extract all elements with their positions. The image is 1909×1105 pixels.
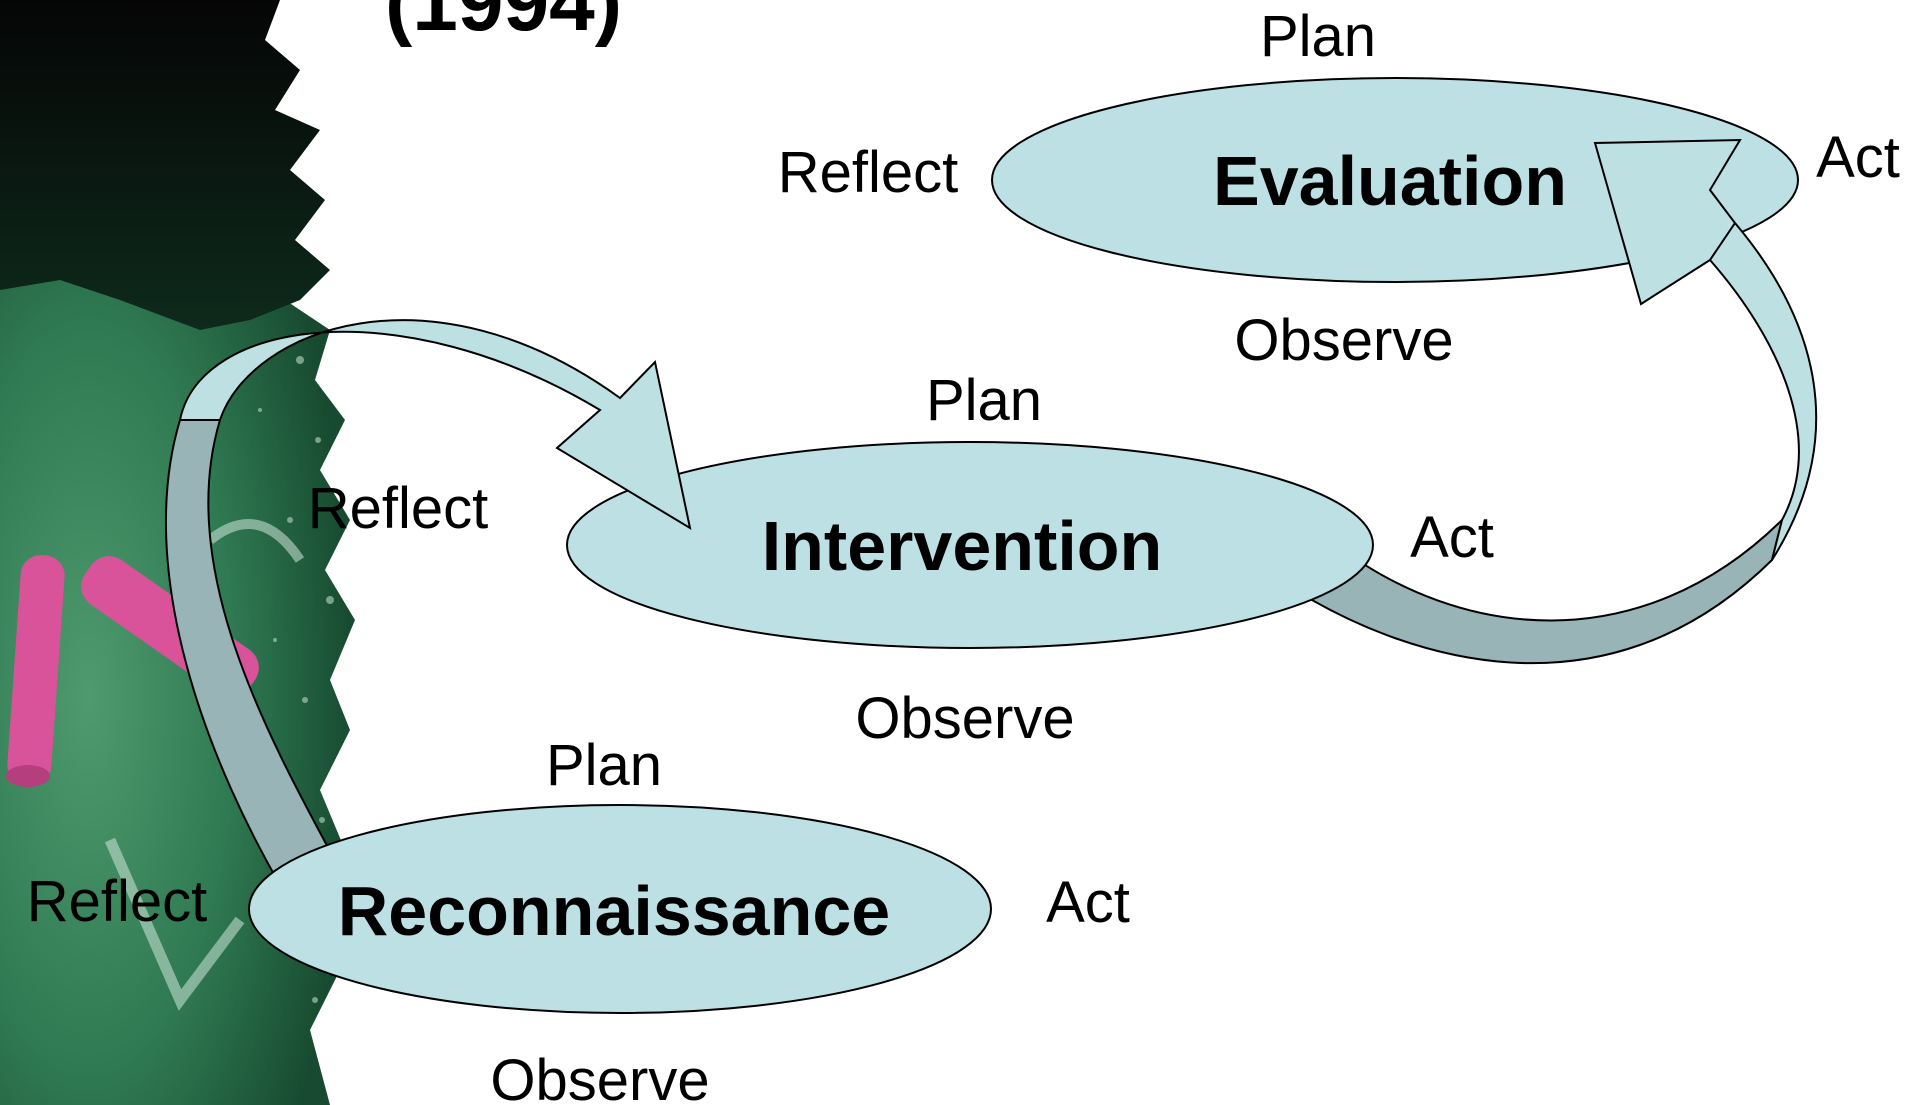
stage-ellipse-intervention	[566, 441, 1374, 649]
arrow-intervention-to-evaluation	[1593, 138, 1818, 561]
reconnaissance-act-label: Act	[1046, 870, 1130, 935]
pink-chalk-stick	[6, 555, 65, 787]
evaluation-observe-label: Observe	[1234, 308, 1453, 373]
intervention-reflect-label: Reflect	[308, 476, 489, 541]
stage-label-intervention: Intervention	[762, 507, 1163, 585]
stage-ellipse-evaluation	[991, 77, 1799, 283]
intervention-act-label: Act	[1410, 505, 1494, 570]
stage-label-evaluation: Evaluation	[1213, 142, 1567, 220]
reconnaissance-reflect-label: Reflect	[27, 869, 208, 934]
evaluation-reflect-label: Reflect	[778, 140, 959, 205]
intervention-observe-label: Observe	[855, 686, 1074, 751]
arrow-back-segment-intervention-to-evaluation	[1310, 516, 1784, 665]
evaluation-plan-label: Plan	[1260, 4, 1376, 69]
arrow-reconnaissance-to-intervention	[178, 319, 692, 531]
chalkboard-black-area	[0, 0, 330, 330]
reconnaissance-observe-label: Observe	[490, 1048, 709, 1105]
chalk-scribble	[206, 519, 305, 563]
stage-label-reconnaissance: Reconnaissance	[338, 872, 890, 950]
intervention-plan-label: Plan	[926, 368, 1042, 433]
stage-ellipse-reconnaissance	[248, 804, 992, 1014]
slide-title-fragment: (1994)	[385, 0, 622, 48]
reconnaissance-plan-label: Plan	[546, 733, 662, 798]
chalk-scribble	[104, 837, 245, 1011]
evaluation-act-label: Act	[1816, 125, 1900, 190]
